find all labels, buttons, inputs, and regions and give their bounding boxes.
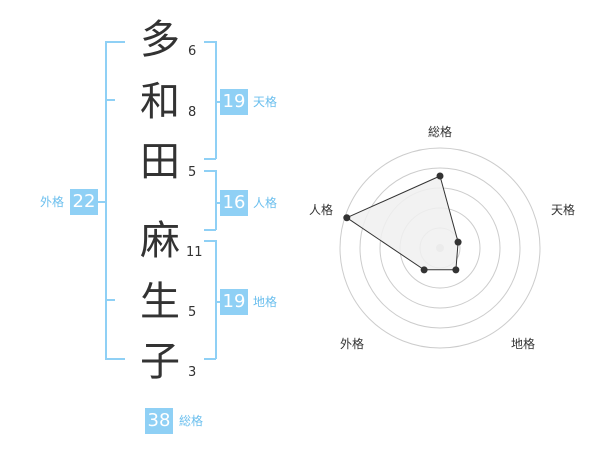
chikaku-bracket-vertical [215, 240, 217, 359]
stroke-count-6: 3 [188, 365, 197, 380]
name-char-1: 多 [140, 17, 180, 63]
name-char-5: 生 [140, 279, 180, 325]
radar-axis-label-gaikaku: 外格 [340, 337, 365, 351]
radar-axis-label-soukaku: 総格 [428, 125, 453, 139]
radar-axis-label-tenkaku: 天格 [551, 203, 576, 217]
stroke-count-5: 5 [188, 305, 197, 320]
gaikaku-label: 外格 [40, 195, 65, 209]
chikaku-bracket-tick [215, 301, 221, 303]
radar-point-3 [452, 266, 460, 274]
stroke-count-4: 11 [186, 245, 203, 260]
tenkaku-bracket-top [204, 41, 216, 43]
radar-ring-1 [419, 227, 461, 269]
gaikaku-bracket-vertical [105, 41, 107, 359]
stroke-count-1: 6 [188, 44, 197, 59]
jinkaku-label: 人格 [253, 196, 278, 210]
stroke-count-3: 5 [188, 165, 197, 180]
gaikaku-bracket-mid2 [105, 299, 115, 301]
radar-point-5 [343, 214, 351, 222]
name-char-3: 田 [140, 139, 180, 185]
name-char-6: 子 [140, 339, 180, 385]
radar-series-polygon [345, 175, 459, 271]
gaikaku-bracket-tick [98, 201, 106, 203]
tenkaku-bracket-bottom [204, 158, 216, 160]
chikaku-label: 地格 [253, 295, 278, 309]
stroke-count-2: 8 [188, 105, 197, 120]
radar-axis-label-chikaku: 地格 [511, 337, 536, 351]
name-char-4: 麻 [140, 218, 180, 264]
radar-point-2 [454, 238, 462, 246]
jinkaku-bracket-vertical [215, 170, 217, 230]
name-char-2: 和 [140, 79, 180, 125]
tenkaku-bracket-vertical [215, 41, 217, 159]
radar-ring-3 [379, 187, 501, 309]
radar-ring-4 [359, 167, 521, 329]
radar-center-dot [436, 244, 444, 252]
chikaku-bracket-top [204, 240, 216, 242]
radar-point-4 [420, 266, 428, 274]
radar-point-1 [436, 172, 444, 180]
chikaku-bracket-bottom [204, 358, 216, 360]
gaikaku-bracket-top [105, 41, 125, 43]
tenkaku-value: 19 [220, 89, 248, 115]
jinkaku-bracket-tick [215, 202, 221, 204]
tenkaku-bracket-tick [215, 101, 221, 103]
gaikaku-bracket-mid1 [105, 99, 115, 101]
soukaku-label: 総格 [179, 414, 204, 428]
gaikaku-bracket-bottom [105, 358, 125, 360]
radar-ring-2 [399, 207, 481, 289]
tenkaku-label: 天格 [253, 95, 278, 109]
radar-ring-5 [339, 147, 541, 349]
radar-axis-label-jinkaku: 人格 [309, 203, 334, 217]
jinkaku-bracket-top [204, 170, 216, 172]
jinkaku-bracket-bottom [204, 229, 216, 231]
jinkaku-value: 16 [220, 190, 248, 216]
soukaku-value: 38 [145, 408, 173, 434]
chikaku-value: 19 [220, 289, 248, 315]
gaikaku-value: 22 [70, 189, 98, 215]
